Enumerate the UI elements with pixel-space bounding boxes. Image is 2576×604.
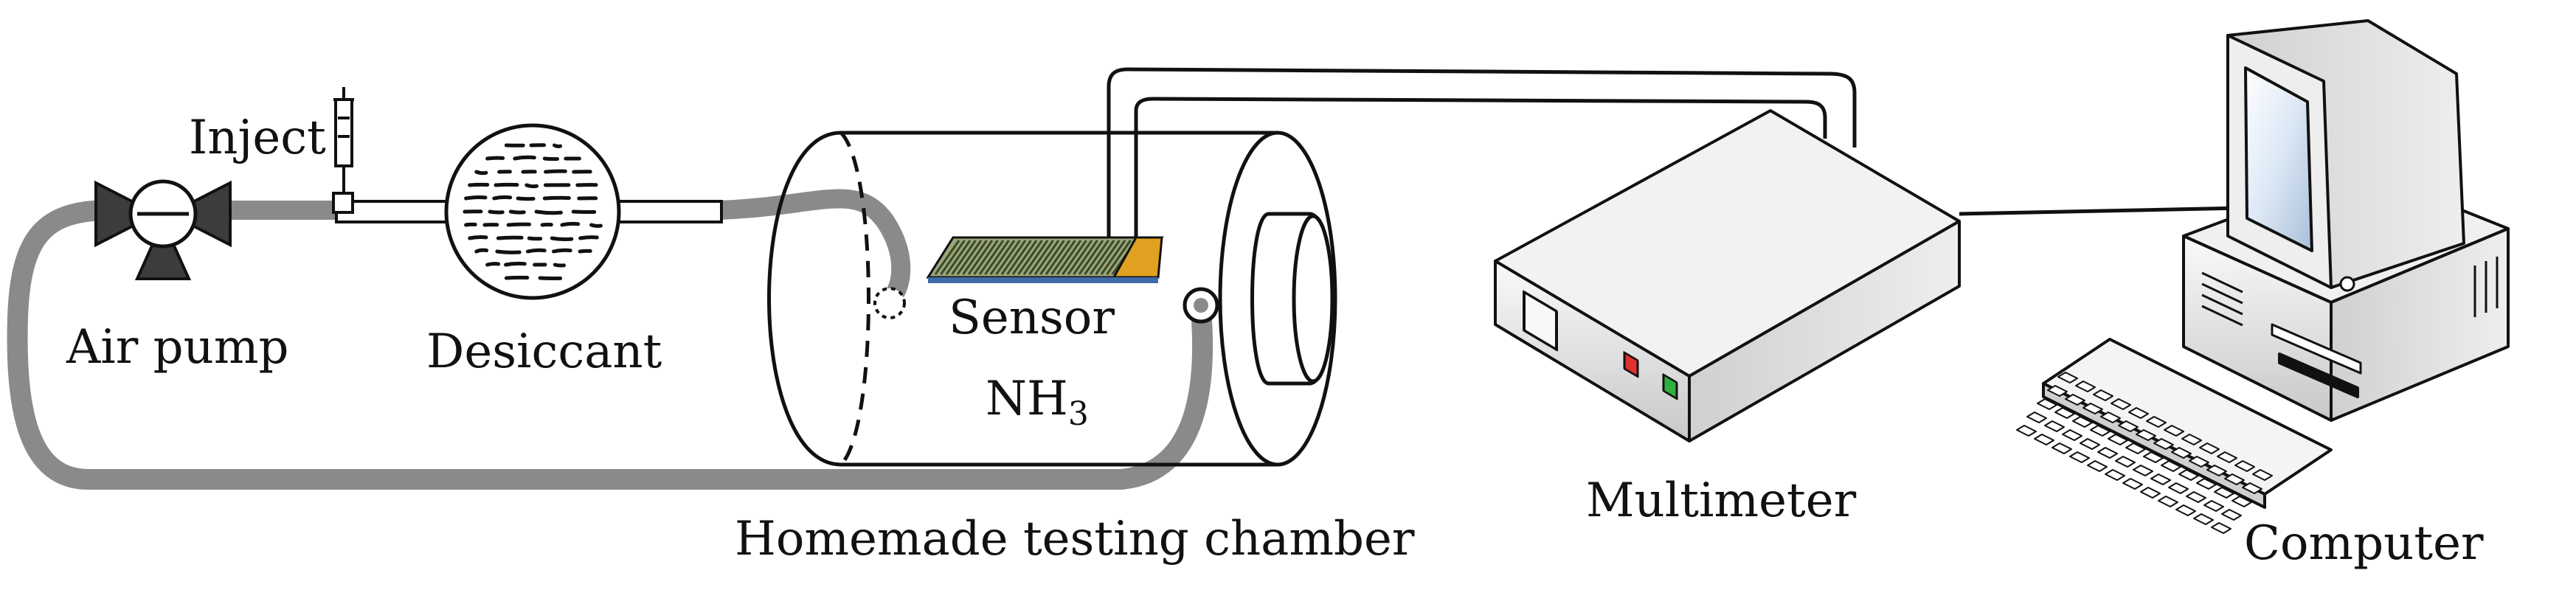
desiccant-grain xyxy=(470,237,486,238)
keyboard-key xyxy=(2194,514,2213,524)
keyboard-key xyxy=(2017,426,2036,436)
keyboard-key xyxy=(2158,496,2178,507)
desiccant-grain xyxy=(470,184,488,185)
desiccant-grain xyxy=(555,145,561,147)
desiccant-grain xyxy=(581,237,598,238)
keyboard-key xyxy=(2052,443,2071,454)
desiccant-grain xyxy=(506,277,527,278)
desiccant-grain xyxy=(518,198,533,199)
multimeter-device xyxy=(1495,111,1959,441)
desiccant-grain xyxy=(488,264,499,265)
keyboard-key xyxy=(2070,452,2089,462)
keyboard-key xyxy=(2169,483,2188,493)
chamber-inlet-tube xyxy=(719,198,901,301)
inject-label: Inject xyxy=(189,111,326,165)
desiccant-grain xyxy=(477,250,487,251)
desiccant-grain xyxy=(529,238,540,239)
desiccant-grain xyxy=(515,157,535,159)
desiccant-grain xyxy=(508,224,529,225)
gas-subscript: 3 xyxy=(1068,395,1089,433)
keyboard-key xyxy=(2212,523,2231,533)
desiccant-grain xyxy=(542,224,551,225)
syringe-icon xyxy=(333,87,354,212)
desiccant-grain xyxy=(498,237,522,238)
desiccant-grain xyxy=(488,158,503,159)
keyboard-key xyxy=(2035,434,2054,445)
desiccant-grain xyxy=(497,251,519,252)
desiccant-grain xyxy=(562,223,578,225)
keyboard-key xyxy=(2187,492,2206,502)
desiccant-grain xyxy=(506,263,525,265)
desiccant-grain xyxy=(527,185,537,187)
computer-label: Computer xyxy=(2244,516,2484,571)
keyboard-key xyxy=(2133,465,2153,476)
chamber-inlet-port xyxy=(875,288,904,318)
keyboard-key xyxy=(2080,439,2099,449)
keyboard-key xyxy=(2098,448,2117,458)
desiccant-grain xyxy=(496,184,517,185)
sensor-chip xyxy=(928,237,1162,283)
keyboard-key xyxy=(2088,461,2107,471)
desiccant-grain xyxy=(540,278,561,279)
power-button xyxy=(2341,277,2354,291)
chamber-left-end xyxy=(769,133,842,465)
computer-icon xyxy=(2184,21,2508,420)
keyboard-key xyxy=(2151,474,2170,485)
keyboard-key xyxy=(2222,510,2241,520)
keyboard-key xyxy=(2027,412,2046,423)
data-cable xyxy=(1959,208,2243,214)
keyboard-key xyxy=(2116,457,2135,467)
desiccant-grain xyxy=(466,224,476,225)
desiccant-grain xyxy=(546,171,566,172)
air-pump-label: Air pump xyxy=(66,320,288,375)
chamber-left-end-hidden xyxy=(841,133,869,465)
desiccant-grain xyxy=(554,250,571,251)
keyboard-key xyxy=(2176,505,2195,516)
keyboard-key xyxy=(2105,470,2125,480)
keyboard-key xyxy=(2045,421,2064,431)
desiccant-label: Desiccant xyxy=(426,324,662,379)
gas-base: NH xyxy=(986,372,1068,426)
air-pump-icon xyxy=(96,181,230,279)
chamber-door-knob xyxy=(1294,216,1332,381)
multimeter-label: Multimeter xyxy=(1586,473,1857,528)
gas-label: NH3 xyxy=(986,372,1089,433)
chamber-label: Homemade testing chamber xyxy=(735,512,1415,566)
desiccant-grain xyxy=(477,172,486,173)
desiccant-grain xyxy=(494,197,510,198)
sensor-label: Sensor xyxy=(949,291,1115,345)
desiccant-grain xyxy=(552,238,572,239)
desiccant-icon xyxy=(446,125,619,298)
keyboard-key xyxy=(2123,479,2142,489)
keyboard-key xyxy=(2141,487,2160,498)
keyboard-key xyxy=(2063,430,2082,440)
desiccant-grain xyxy=(592,225,601,226)
keyboard-key xyxy=(2204,501,2223,511)
desiccant-grain xyxy=(536,212,561,213)
pipe-right xyxy=(618,201,721,222)
desiccant-grain xyxy=(527,250,544,251)
